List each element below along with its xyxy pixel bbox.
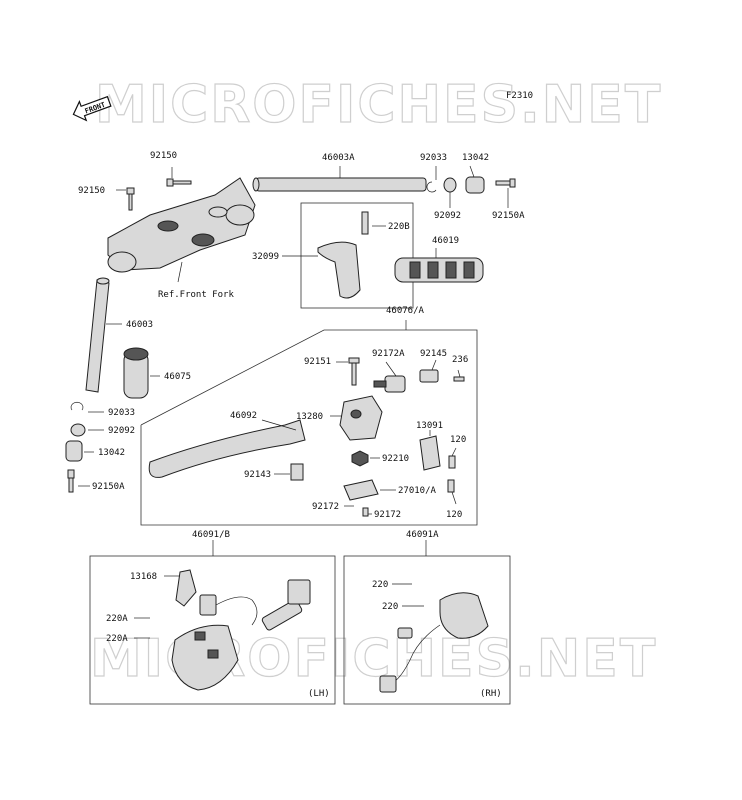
callout-220b: 220B <box>388 222 410 232</box>
leader-lines <box>78 165 509 639</box>
rh-label: (RH) <box>480 689 502 699</box>
bolt-92150a-left <box>67 469 75 493</box>
bolt-92150a-right <box>495 178 516 188</box>
bolt-120-upper <box>448 455 456 469</box>
throttle-pipe-32099 <box>317 211 369 299</box>
bushing-92143 <box>290 463 304 481</box>
callout-92150a-left: 92150A <box>92 482 125 492</box>
right-switch-box <box>343 555 511 705</box>
callout-46092: 46092 <box>230 411 257 421</box>
callout-27010a: 27010/A <box>398 486 437 496</box>
callout-220-lower: 220 <box>382 602 398 612</box>
callout-92150-left: 92150 <box>78 186 105 196</box>
grip-46019 <box>394 257 484 283</box>
clip-92145 <box>419 369 439 383</box>
callout-13091: 13091 <box>416 421 443 431</box>
callout-92172-right: 92172 <box>374 510 401 520</box>
clutch-lever-46092 <box>148 419 306 478</box>
throttle-box <box>300 202 414 309</box>
callout-46003: 46003 <box>126 320 153 330</box>
bolt-120-lower <box>447 479 455 493</box>
weight-13042-left <box>65 440 83 462</box>
callout-92172-left: 92172 <box>312 502 339 512</box>
callout-46075: 46075 <box>164 372 191 382</box>
callout-220a-upper: 220A <box>106 614 128 624</box>
callout-120-lower: 120 <box>446 510 462 520</box>
figure-code: F2310 <box>506 91 533 101</box>
adjuster-92172a <box>373 375 406 393</box>
bolt-92150-top <box>166 178 192 187</box>
right-switch-housing <box>379 592 489 693</box>
callout-13168: 13168 <box>130 572 157 582</box>
bolt-92150-left <box>126 187 135 211</box>
callout-236: 236 <box>452 355 468 365</box>
callout-92210: 92210 <box>382 454 409 464</box>
grip-46075 <box>123 347 149 399</box>
callout-92151: 92151 <box>304 357 331 367</box>
circlip-92033-right <box>426 181 437 193</box>
callout-92092-right: 92092 <box>434 211 461 221</box>
callout-92092-left: 92092 <box>108 426 135 436</box>
lever-assembly-box <box>140 329 478 526</box>
handlebar-left <box>85 277 110 393</box>
callout-13280: 13280 <box>296 412 323 422</box>
callout-92033-right: 92033 <box>420 153 447 163</box>
weight-13042-right <box>465 176 485 194</box>
screw-236 <box>453 376 465 382</box>
callout-92172a: 92172A <box>372 349 405 359</box>
callout-46091a: 46091A <box>406 530 439 540</box>
callout-46076a: 46076/A <box>386 306 425 316</box>
upper-triple-clamp <box>107 177 256 273</box>
ref-front-fork-label: Ref.Front Fork <box>158 290 234 300</box>
callout-46003a: 46003A <box>322 153 355 163</box>
circlip-92033-left <box>70 401 84 411</box>
callout-92150-top: 92150 <box>150 151 177 161</box>
switch-27010 <box>343 479 379 501</box>
callout-92033-left: 92033 <box>108 408 135 418</box>
screw-92172-a <box>362 507 369 517</box>
washer-92092-left <box>70 423 86 437</box>
left-switch-housing <box>171 569 311 691</box>
callout-120-upper: 120 <box>450 435 466 445</box>
callout-92143: 92143 <box>244 470 271 480</box>
callout-46091b: 46091/B <box>192 530 230 540</box>
lh-label: (LH) <box>308 689 330 699</box>
callout-92145: 92145 <box>420 349 447 359</box>
callout-13042-left: 13042 <box>98 448 125 458</box>
bolt-92151 <box>348 357 360 386</box>
washer-92092-right <box>443 177 457 193</box>
left-switch-box <box>89 555 336 705</box>
clamp-13091 <box>419 435 441 471</box>
callout-32099: 32099 <box>252 252 279 262</box>
callout-92150a-right: 92150A <box>492 211 525 221</box>
callout-220-upper: 220 <box>372 580 388 590</box>
handlebar-right <box>252 177 427 192</box>
callout-46019: 46019 <box>432 236 459 246</box>
lever-holder-13280 <box>339 395 383 441</box>
callout-220a-lower: 220A <box>106 634 128 644</box>
callout-labels: 92150 92150 46003A 92033 13042 92092 921… <box>78 151 525 644</box>
nut-92210 <box>351 450 369 467</box>
callout-13042-right: 13042 <box>462 153 489 163</box>
watermark-top: MICROFICHES.NET <box>95 75 662 135</box>
